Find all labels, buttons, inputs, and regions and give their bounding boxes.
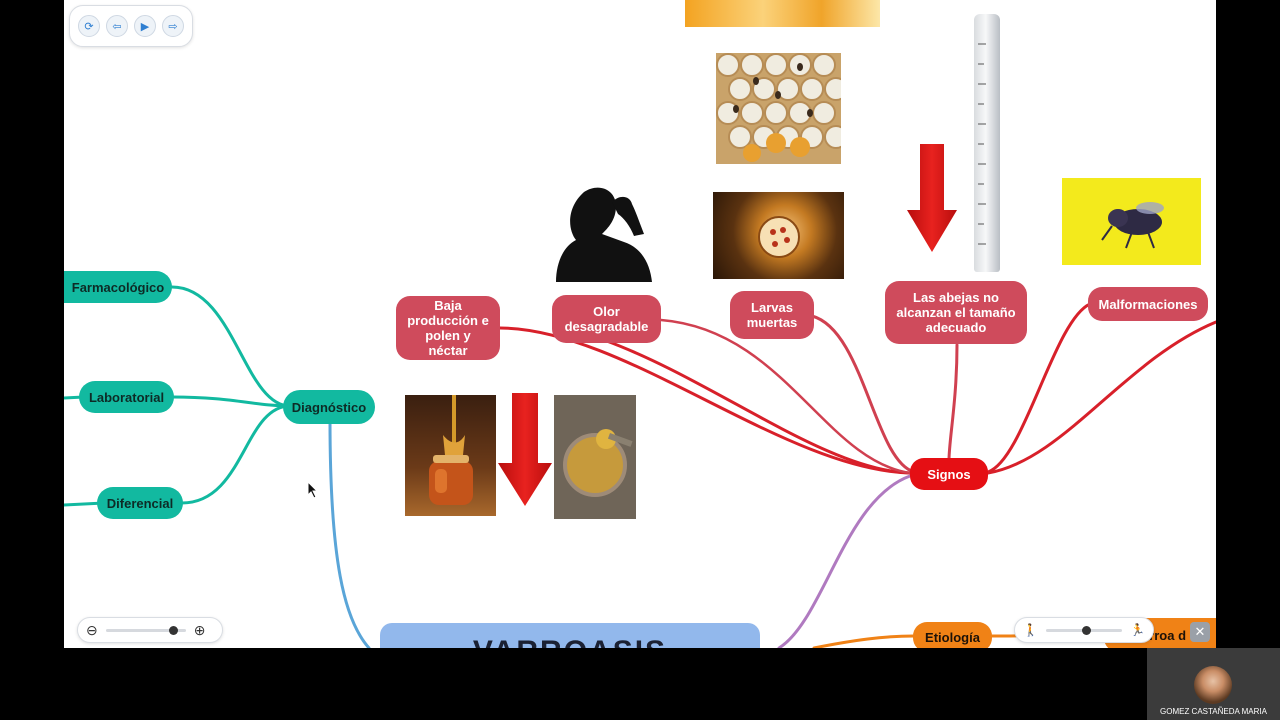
- red-down-arrow: [498, 393, 552, 506]
- node-abejas-tamano[interactable]: Las abejas no alcanzan el tamaño adecuad…: [885, 281, 1027, 344]
- speed-slider[interactable]: [1045, 625, 1123, 635]
- node-olor-desagradable[interactable]: Olor desagradable: [552, 295, 661, 343]
- dead-larvae-cells-photo: [713, 192, 844, 279]
- mouse-cursor: [307, 481, 319, 499]
- link-olor: [602, 338, 912, 475]
- run-icon[interactable]: 🏃: [1130, 623, 1145, 637]
- link-larvas: [810, 314, 916, 474]
- node-laboratorial[interactable]: Laboratorial: [79, 381, 174, 413]
- zoom-slider-thumb[interactable]: [168, 625, 178, 635]
- main-topic-varroasis[interactable]: VARROASIS: [380, 623, 760, 648]
- link-diferencial: [180, 404, 292, 505]
- link-etiologia: [812, 634, 916, 648]
- zoom-slider[interactable]: [105, 625, 186, 635]
- play-icon[interactable]: ▶: [134, 15, 156, 37]
- node-etiologia[interactable]: Etiología: [913, 622, 992, 648]
- presentation-toolbar: ⟳ ⇦ ▶ ⇨: [69, 5, 193, 47]
- brood-cells-photo: [716, 53, 841, 164]
- link-laboratorial: [170, 395, 292, 408]
- forward-icon[interactable]: ⇨: [162, 15, 184, 37]
- webcam-thumbnail: GOMEZ CASTAÑEDA MARIA: [1147, 648, 1280, 720]
- honeycomb-with-bees-photo: [685, 0, 880, 27]
- link-abejas: [947, 343, 959, 462]
- speed-slider-thumb[interactable]: [1081, 625, 1091, 635]
- walk-icon[interactable]: 🚶: [1023, 623, 1038, 637]
- zoom-control: ⊖ ⊕: [77, 617, 223, 643]
- link-offscreen-right: [986, 320, 1216, 475]
- link-diagnostico-main: [328, 418, 371, 648]
- node-signos[interactable]: Signos: [910, 458, 988, 490]
- back-icon[interactable]: ⇦: [106, 15, 128, 37]
- avatar: [1194, 666, 1232, 704]
- refresh-icon[interactable]: ⟳: [78, 15, 100, 37]
- red-down-arrow: [907, 144, 957, 252]
- node-baja-produccion[interactable]: Baja producción e polen y néctar: [396, 296, 500, 360]
- node-larvas-muertas[interactable]: Larvas muertas: [730, 291, 814, 339]
- close-icon[interactable]: ✕: [1190, 622, 1210, 642]
- link-olor-b: [659, 318, 912, 475]
- participant-name: GOMEZ CASTAÑEDA MARIA: [1160, 707, 1267, 716]
- node-malformaciones[interactable]: Malformaciones: [1088, 287, 1208, 321]
- link-malformaciones: [986, 302, 1092, 474]
- deformed-bee-photo: [1062, 178, 1201, 265]
- mindmap-canvas[interactable]: Farmacológico Laboratorial Diferencial D…: [64, 0, 1216, 648]
- node-diagnostico[interactable]: Diagnóstico: [283, 390, 375, 424]
- man-covering-nose-silhouette: [554, 184, 654, 282]
- speed-control: 🚶 🏃: [1014, 617, 1154, 643]
- link-farmacologico: [170, 285, 292, 408]
- pollen-bowl-photo: [554, 395, 636, 519]
- ruler-image: [974, 14, 1000, 272]
- node-diferencial[interactable]: Diferencial: [97, 487, 183, 519]
- link-signos-main: [777, 474, 912, 648]
- node-farmacologico[interactable]: Farmacológico: [64, 271, 172, 303]
- zoom-out-icon[interactable]: ⊖: [86, 621, 98, 638]
- honey-jar-photo: [405, 395, 496, 516]
- zoom-in-icon[interactable]: ⊕: [193, 621, 206, 638]
